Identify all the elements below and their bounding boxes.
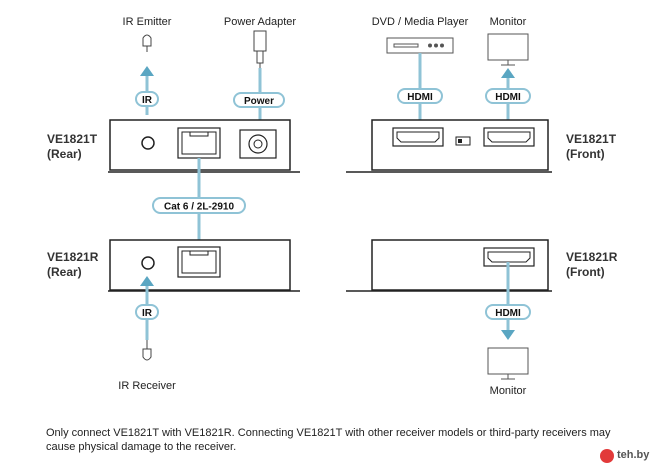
ir-emitter-icon bbox=[142, 34, 152, 52]
power-port-icon bbox=[239, 129, 277, 159]
monitor-top-icon bbox=[487, 33, 529, 66]
switch-icon bbox=[455, 136, 471, 146]
hdmi-out-pill-text: HDMI bbox=[495, 92, 521, 103]
tx-front-name: VE1821T bbox=[566, 132, 617, 146]
ir-port-icon bbox=[141, 256, 155, 270]
ve1821r-front-unit bbox=[346, 239, 552, 292]
hdmi-rx-port-icon bbox=[483, 247, 535, 267]
rx-rear-side: (Rear) bbox=[47, 265, 82, 279]
monitor-bottom-icon bbox=[487, 347, 529, 380]
power-plug-icon bbox=[253, 30, 267, 68]
watermark-text: teh.by bbox=[617, 449, 650, 461]
ir-pill bbox=[135, 91, 159, 107]
ve1821r-rear-unit bbox=[108, 239, 300, 292]
ir-receiver-label: IR Receiver bbox=[118, 380, 176, 392]
hdmi-in-pill-text: HDMI bbox=[407, 92, 433, 103]
ir-emitter-label: IR Emitter bbox=[123, 16, 172, 28]
monitor-top-label: Monitor bbox=[490, 16, 527, 28]
dvd-player-icon bbox=[386, 37, 454, 54]
rj45-port-icon bbox=[177, 246, 221, 278]
ir-pill-text: IR bbox=[142, 95, 153, 106]
tx-front-side: (Front) bbox=[566, 147, 605, 161]
up-arrow-icon bbox=[501, 68, 515, 78]
power-adapter-label: Power Adapter bbox=[224, 16, 296, 28]
ir-receiver-icon bbox=[142, 340, 152, 361]
cat6-pill-text: Cat 6 / 2L-2910 bbox=[164, 202, 234, 213]
rx-rear-name: VE1821R bbox=[47, 250, 99, 264]
ve1821t-rear-unit bbox=[108, 119, 300, 173]
hdmi-out-pill bbox=[485, 88, 531, 104]
watermark-logo-icon bbox=[600, 449, 614, 463]
rx-front-side: (Front) bbox=[566, 265, 605, 279]
monitor-bottom-label: Monitor bbox=[490, 385, 527, 397]
up-arrow-icon bbox=[140, 66, 154, 76]
ir-port-icon bbox=[141, 136, 155, 150]
warning-note: Only connect VE1821T with VE1821R. Conne… bbox=[46, 427, 611, 453]
ve1821t-front-unit bbox=[346, 119, 552, 173]
hdmi-out-port-icon bbox=[483, 127, 535, 147]
dvd-player-label: DVD / Media Player bbox=[372, 16, 469, 28]
tx-rear-name: VE1821T bbox=[47, 132, 98, 146]
up-arrow-icon bbox=[140, 276, 154, 286]
ir-receiver-pill bbox=[135, 304, 159, 320]
hdmi-rx-pill bbox=[485, 304, 531, 320]
rx-front-name: VE1821R bbox=[566, 250, 618, 264]
hdmi-rx-pill-text: HDMI bbox=[495, 308, 521, 319]
power-pill bbox=[233, 92, 285, 108]
power-pill-text: Power bbox=[244, 96, 274, 107]
rj45-port-icon bbox=[177, 127, 221, 159]
hdmi-in-pill bbox=[397, 88, 443, 104]
hdmi-in-port-icon bbox=[392, 127, 444, 147]
tx-rear-side: (Rear) bbox=[47, 147, 82, 161]
ir-receiver-pill-text: IR bbox=[142, 308, 153, 319]
cat6-pill bbox=[152, 197, 246, 214]
watermark: teh.by bbox=[600, 447, 664, 467]
down-arrow-icon bbox=[501, 330, 515, 340]
